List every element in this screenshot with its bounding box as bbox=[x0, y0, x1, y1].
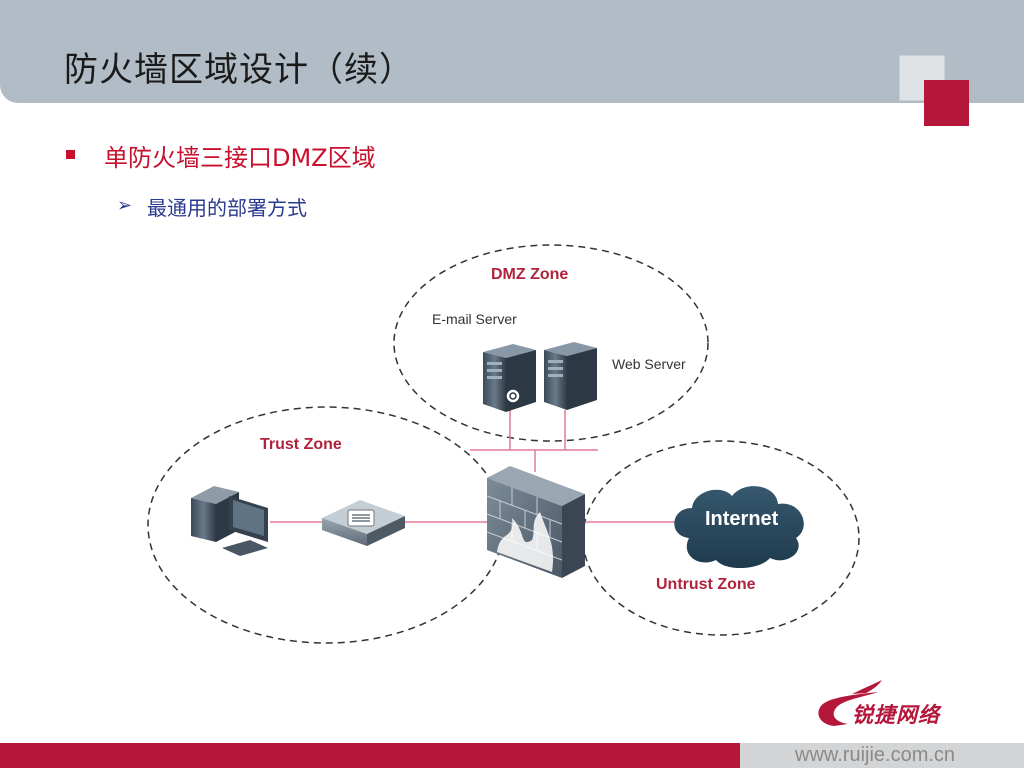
header-decoration-red-square bbox=[924, 80, 969, 126]
web-server-label: Web Server bbox=[612, 356, 686, 372]
network-switch-icon bbox=[322, 500, 405, 546]
footer-red-bar bbox=[0, 743, 740, 768]
internet-cloud-icon: Internet bbox=[674, 486, 804, 569]
bullet-main-text: 单防火墙三接口DMZ区域 bbox=[104, 144, 376, 172]
slide-title: 防火墙区域设计（续） bbox=[64, 50, 414, 90]
internet-label: Internet bbox=[705, 508, 779, 530]
footer-grey-bar bbox=[740, 743, 1024, 768]
untrust-zone-label: Untrust Zone bbox=[656, 576, 756, 593]
bullet-sub-text: 最通用的部署方式 bbox=[147, 196, 307, 220]
trust-zone-label: Trust Zone bbox=[260, 436, 342, 453]
untrust-zone-boundary bbox=[582, 440, 860, 636]
dmz-zone-boundary bbox=[393, 244, 709, 442]
logo-text: 锐捷网络 bbox=[852, 703, 940, 727]
network-links bbox=[270, 410, 680, 523]
web-server-icon bbox=[544, 342, 597, 410]
dmz-zone-label: DMZ Zone bbox=[491, 266, 568, 283]
ruijie-logo-mark bbox=[818, 680, 882, 726]
email-server-label: E-mail Server bbox=[432, 311, 517, 327]
footer-url[interactable]: www.ruijie.com.cn bbox=[795, 744, 956, 766]
header-bar bbox=[0, 0, 1024, 103]
bullet-square-icon bbox=[66, 150, 75, 159]
arrow-bullet-icon: ➢ bbox=[117, 195, 133, 216]
firewall-icon bbox=[486, 466, 585, 578]
email-server-icon bbox=[483, 344, 536, 412]
desktop-pc-icon bbox=[191, 486, 268, 556]
